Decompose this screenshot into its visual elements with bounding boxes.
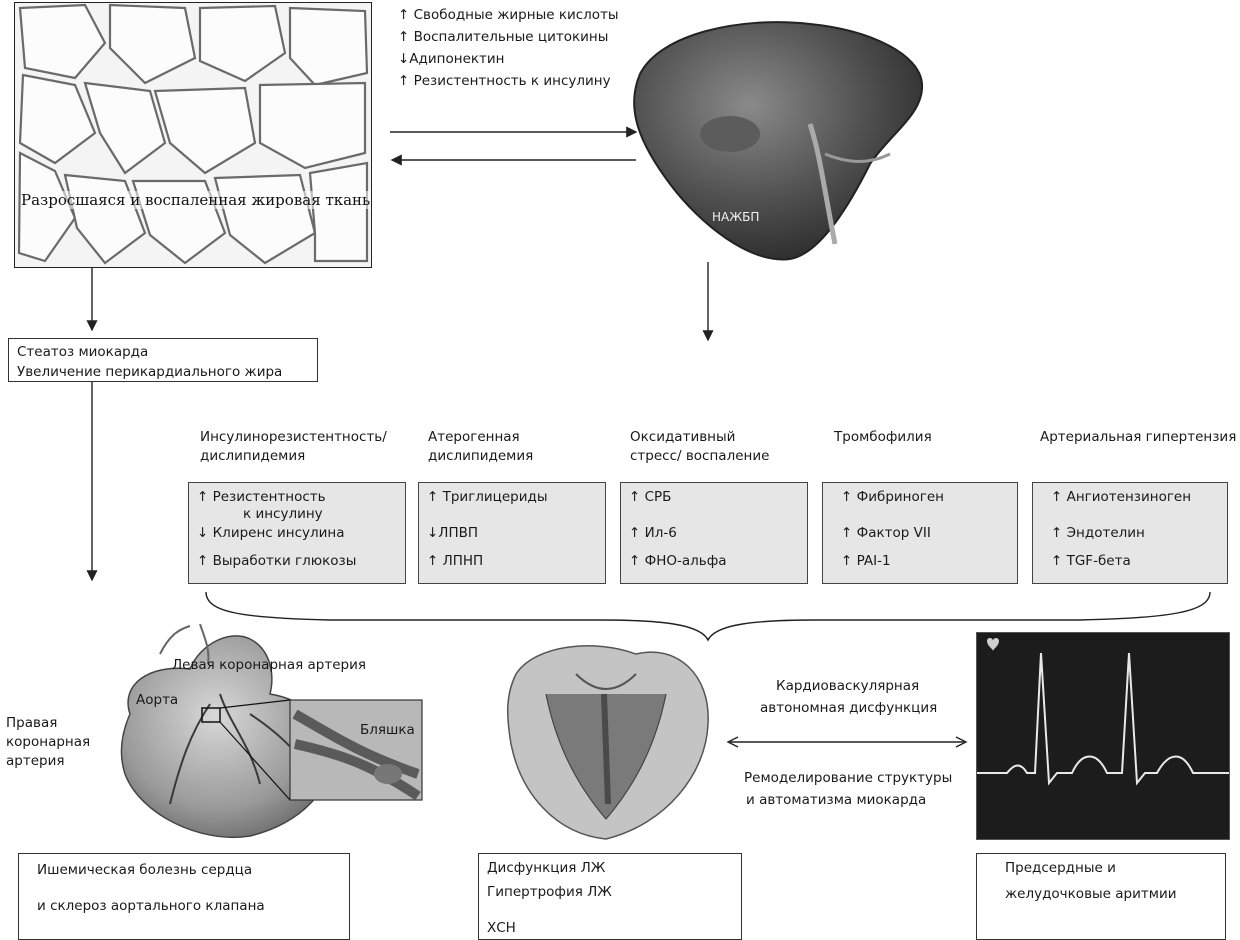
- outcome-line: Дисфункция ЛЖ: [487, 860, 605, 876]
- outcome-box-lv: Дисфункция ЛЖ Гипертрофия ЛЖ ХСН: [478, 853, 742, 940]
- center-text-line-3: Ремоделирование структуры: [744, 770, 952, 786]
- mechanism-item: ↑ Ил-6: [629, 525, 677, 541]
- mechanism-item: ↑ СРБ: [629, 489, 671, 505]
- left-coronary-label: Левая коронарная артерия: [172, 657, 366, 673]
- myocardium-line-2: Увеличение перикардиального жира: [17, 362, 309, 382]
- mechanism-item: ↑ Эндотелин: [1051, 525, 1145, 541]
- mechanism-box: ↑ СРБ ↑ Ил-6 ↑ ФНО-альфа: [620, 482, 808, 584]
- mechanism-item: ↑ Фактор VII: [841, 525, 931, 541]
- outcome-box-arrhythmia: Предсердные и желудочковые аритмии: [976, 853, 1226, 940]
- mechanism-item: ↑ Резистентность: [197, 489, 326, 505]
- mechanism-item: ↑ ФНО-альфа: [629, 553, 727, 569]
- mechanism-item: ↑ Ангиотензиноген: [1051, 489, 1191, 505]
- mechanism-box: ↑ Ангиотензиноген ↑ Эндотелин ↑ TGF-бета: [1032, 482, 1228, 584]
- mechanism-title: Тромбофилия: [834, 428, 932, 447]
- outcome-line: Гипертрофия ЛЖ: [487, 884, 612, 900]
- mechanism-item: к инсулину: [243, 506, 323, 522]
- outcome-line: ХСН: [487, 920, 516, 936]
- mechanism-item: ↑ Триглицериды: [427, 489, 548, 505]
- mechanism-title: Атерогенная дислипидемия: [428, 428, 533, 466]
- mechanism-item: ↑ ЛПНП: [427, 553, 483, 569]
- plaque-label: Бляшка: [360, 722, 415, 738]
- mechanism-item: ↓ЛПВП: [427, 525, 478, 541]
- mechanism-box: ↑ Фибриноген ↑ Фактор VII ↑ PAI-1: [822, 482, 1018, 584]
- mechanism-item: ↓ Клиренс инсулина: [197, 525, 345, 541]
- mechanism-title: Оксидативный стресс/ воспаление: [630, 428, 769, 466]
- ecg-monitor-image: [976, 632, 1230, 840]
- center-text-line-1: Кардиоваскулярная: [776, 678, 919, 694]
- center-text-line-2: автономная дисфункция: [760, 700, 937, 716]
- outcome-line: Ишемическая болезнь сердца: [37, 862, 252, 878]
- mechanism-item: ↑ TGF-бета: [1051, 553, 1131, 569]
- outcome-box-ischemia: Ишемическая болезнь сердца и склероз аор…: [18, 853, 350, 940]
- outcome-line: и склероз аортального клапана: [37, 898, 265, 914]
- mechanism-box: ↑ Триглицериды ↓ЛПВП ↑ ЛПНП: [418, 482, 606, 584]
- center-text-line-4: и автоматизма миокарда: [746, 792, 926, 808]
- myocardium-box: Стеатоз миокарда Увеличение перикардиаль…: [8, 338, 318, 382]
- mechanism-item: ↑ Фибриноген: [841, 489, 944, 505]
- mechanism-item: ↑ PAI-1: [841, 553, 891, 569]
- remodeled-heart-image: [496, 634, 726, 844]
- outcome-line: желудочковые аритмии: [1005, 886, 1177, 902]
- mechanism-title: Инсулинорезистентность/ дислипидемия: [200, 428, 387, 466]
- right-coronary-label: Правая коронарная артерия: [6, 714, 90, 771]
- outcome-line: Предсердные и: [1005, 860, 1116, 876]
- mechanism-item: ↑ Выработки глюкозы: [197, 553, 356, 569]
- mechanism-box: ↑ Резистентность к инсулину ↓ Клиренс ин…: [188, 482, 406, 584]
- aorta-label: Аорта: [136, 692, 178, 708]
- mechanism-title: Артериальная гипертензия: [1040, 428, 1236, 447]
- myocardium-line-1: Стеатоз миокарда: [17, 342, 309, 362]
